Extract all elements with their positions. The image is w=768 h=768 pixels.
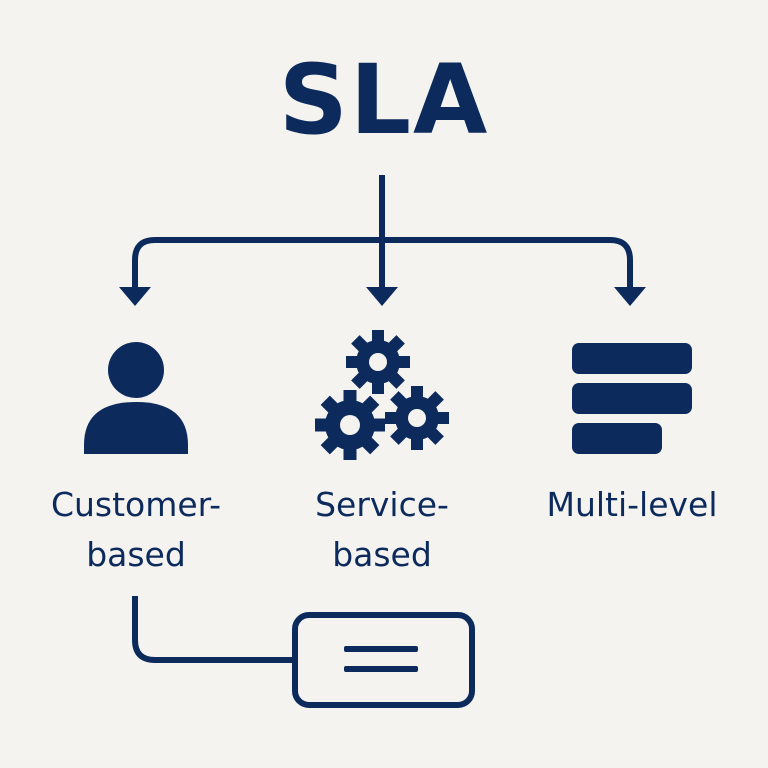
type-label-multi-level: Multi-level [520,480,744,530]
gears-icon [315,330,449,460]
equals-icon [344,646,418,672]
type-label-line: based [86,534,186,574]
branch-line [132,237,633,288]
arrow-down-icon [366,287,398,306]
type-label-line: based [332,534,432,574]
person-icon [84,342,188,454]
type-label-customer-based: Customer- based [24,480,248,579]
list-icon [572,343,692,454]
type-label-line: Service- [315,485,449,524]
detail-connector [132,596,295,663]
type-label-line: Customer- [50,485,222,524]
arrow-down-icon [614,287,646,306]
type-label-line: Multi-level [546,485,718,524]
type-label-service-based: Service- based [270,480,494,579]
page-title: SLA [278,44,490,156]
arrow-down-icon [119,287,151,306]
detail-box [292,612,475,708]
